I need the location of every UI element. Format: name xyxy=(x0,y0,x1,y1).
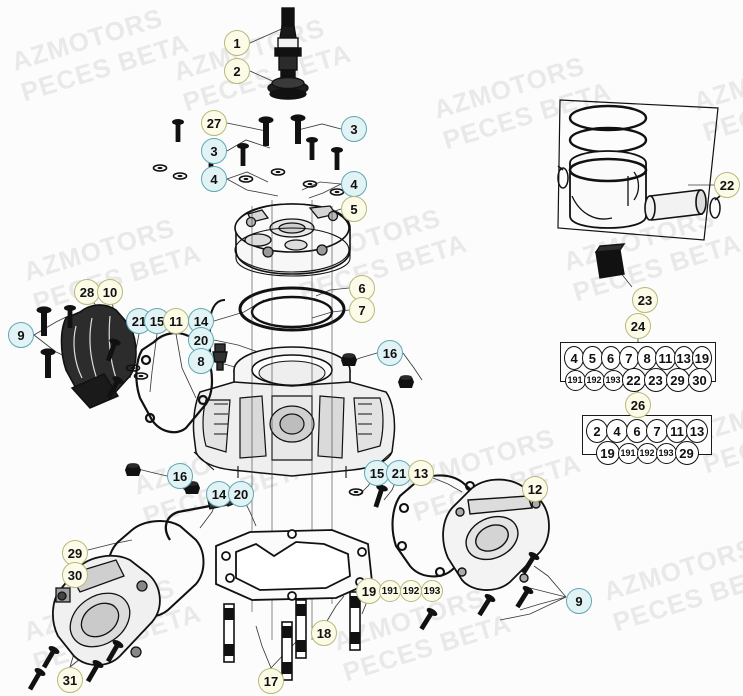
kit-ref-7[interactable]: 7 xyxy=(618,346,639,370)
kit-ref-6[interactable]: 6 xyxy=(626,419,648,443)
callout-6[interactable]: 6 xyxy=(349,275,375,301)
callout-29[interactable]: 29 xyxy=(62,540,88,566)
kit-ref-192[interactable]: 192 xyxy=(636,442,658,464)
callout-16[interactable]: 16 xyxy=(377,340,403,366)
callout-5[interactable]: 5 xyxy=(341,196,367,222)
kit-ref-30[interactable]: 30 xyxy=(687,368,712,392)
callout-23[interactable]: 23 xyxy=(632,287,658,313)
kit-ref-192[interactable]: 192 xyxy=(583,369,605,391)
kit-ref-23[interactable]: 23 xyxy=(643,368,668,392)
callout-10[interactable]: 10 xyxy=(97,279,123,305)
kit-ref-2[interactable]: 2 xyxy=(586,419,608,443)
kit-ref-193[interactable]: 193 xyxy=(655,442,677,464)
callout-2[interactable]: 2 xyxy=(224,58,250,84)
callout-8[interactable]: 8 xyxy=(188,348,214,374)
kit-ref-191[interactable]: 191 xyxy=(617,442,639,464)
callout-7[interactable]: 7 xyxy=(349,297,375,323)
kit-ref-29[interactable]: 29 xyxy=(665,368,690,392)
kit-ref-19[interactable]: 19 xyxy=(595,441,620,465)
callout-26[interactable]: 26 xyxy=(625,392,651,418)
callout-15[interactable]: 15 xyxy=(364,460,390,486)
kit-ref-11[interactable]: 11 xyxy=(666,419,688,443)
kit-ref-4[interactable]: 4 xyxy=(606,419,628,443)
kit-ref-193[interactable]: 193 xyxy=(602,369,624,391)
kit-ref-19[interactable]: 19 xyxy=(691,346,712,370)
callout-192[interactable]: 192 xyxy=(400,580,422,602)
callout-24[interactable]: 24 xyxy=(625,313,651,339)
callout-4[interactable]: 4 xyxy=(201,166,227,192)
callout-27[interactable]: 27 xyxy=(201,110,227,136)
callout-4[interactable]: 4 xyxy=(341,171,367,197)
callout-9[interactable]: 9 xyxy=(8,322,34,348)
callout-22[interactable]: 22 xyxy=(714,172,740,198)
callout-1[interactable]: 1 xyxy=(224,30,250,56)
kit-ref-11[interactable]: 11 xyxy=(655,346,676,370)
callout-12[interactable]: 12 xyxy=(522,476,548,502)
callout-14[interactable]: 14 xyxy=(206,481,232,507)
callout-191[interactable]: 191 xyxy=(379,580,401,602)
callout-31[interactable]: 31 xyxy=(57,667,83,693)
callout-13[interactable]: 13 xyxy=(408,460,434,486)
kit-ref-8[interactable]: 8 xyxy=(637,346,658,370)
callout-16[interactable]: 16 xyxy=(167,463,193,489)
callout-3[interactable]: 3 xyxy=(201,138,227,164)
kit-ref-7[interactable]: 7 xyxy=(646,419,668,443)
callout-19[interactable]: 19 xyxy=(356,578,382,604)
callout-20[interactable]: 20 xyxy=(228,481,254,507)
callout-17[interactable]: 17 xyxy=(258,668,284,694)
callout-30[interactable]: 30 xyxy=(62,562,88,588)
kit-ref-22[interactable]: 22 xyxy=(621,368,646,392)
callout-193[interactable]: 193 xyxy=(421,580,443,602)
kit-ref-13[interactable]: 13 xyxy=(686,419,708,443)
kit-ref-191[interactable]: 191 xyxy=(564,369,586,391)
callout-18[interactable]: 18 xyxy=(311,620,337,646)
kit-ref-4[interactable]: 4 xyxy=(564,346,585,370)
callout-9[interactable]: 9 xyxy=(566,588,592,614)
kit-ref-6[interactable]: 6 xyxy=(600,346,621,370)
kit-ref-29[interactable]: 29 xyxy=(674,441,699,465)
kit-ref-5[interactable]: 5 xyxy=(582,346,603,370)
callout-3[interactable]: 3 xyxy=(341,116,367,142)
callout-11[interactable]: 11 xyxy=(163,308,189,334)
kit-ref-13[interactable]: 13 xyxy=(673,346,694,370)
